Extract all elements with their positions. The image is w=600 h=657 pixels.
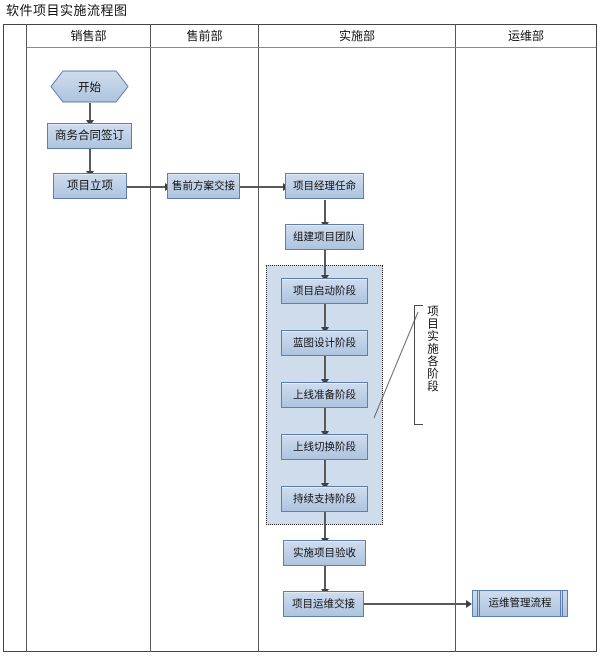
connector-handover-to-pm — [240, 186, 285, 188]
lane-header-impl: 实施部 — [259, 26, 455, 46]
lane-header-underline — [27, 47, 596, 48]
annotation-leader-line — [373, 311, 419, 419]
arrowhead-handover-to-ops — [466, 600, 472, 608]
lane-divider-2 — [258, 24, 259, 652]
node-phase-support-label: 持续支持阶段 — [293, 493, 356, 505]
connector-pm-to-team — [324, 200, 326, 224]
connector-prep-to-cutover — [324, 408, 326, 433]
predefined-bar-right-outer — [562, 591, 563, 616]
lane-header-ops: 运维部 — [456, 26, 596, 46]
node-initiation[interactable]: 项目立项 — [53, 173, 127, 199]
connector-design-to-prep — [324, 356, 326, 381]
node-presale-handover-label: 售前方案交接 — [172, 180, 235, 192]
node-phase-design[interactable]: 蓝图设计阶段 — [281, 330, 368, 356]
node-phase-kickoff[interactable]: 项目启动阶段 — [281, 278, 368, 304]
node-initiation-label: 项目立项 — [67, 179, 113, 192]
lane-header-presale-label: 售前部 — [186, 29, 223, 43]
node-start[interactable]: 开始 — [50, 70, 129, 103]
node-phase-design-label: 蓝图设计阶段 — [293, 337, 356, 349]
connector-start-to-contract — [89, 103, 91, 123]
predefined-bar-left-outer — [477, 591, 478, 616]
node-contract[interactable]: 商务合同签订 — [47, 123, 132, 149]
connector-contract-to-initiation — [89, 149, 91, 173]
node-acceptance[interactable]: 实施项目验收 — [283, 540, 366, 566]
hexagon-shape — [50, 70, 129, 103]
connector-acceptance-to-handover — [324, 566, 326, 591]
node-team-build-label: 组建项目团队 — [293, 231, 356, 243]
node-phase-kickoff-label: 项目启动阶段 — [293, 285, 356, 297]
node-presale-handover[interactable]: 售前方案交接 — [167, 173, 240, 199]
node-phase-support[interactable]: 持续支持阶段 — [281, 486, 368, 512]
connector-support-to-acceptance — [324, 512, 326, 540]
page-title: 软件项目实施流程图 — [6, 3, 128, 18]
predefined-bar-left-inner — [479, 591, 480, 616]
annotation-bracket — [414, 305, 423, 425]
annotation-label: 项目实施各阶段 — [426, 305, 438, 393]
node-pm-appointment[interactable]: 项目经理任命 — [285, 173, 364, 199]
predefined-bar-right-inner — [560, 591, 561, 616]
connector-team-to-kickoff — [324, 250, 326, 277]
lane-header-sales: 销售部 — [27, 26, 150, 46]
lane-divider-3 — [455, 24, 456, 652]
node-contract-label: 商务合同签订 — [55, 129, 124, 142]
node-phase-preparation[interactable]: 上线准备阶段 — [281, 382, 368, 408]
node-start-label: 开始 — [78, 81, 101, 94]
node-ops-handover[interactable]: 项目运维交接 — [283, 591, 364, 617]
connector-cutover-to-support — [324, 460, 326, 485]
connector-initiation-to-handover — [127, 186, 167, 188]
node-ops-process-label: 运维管理流程 — [488, 598, 552, 609]
node-acceptance-label: 实施项目验收 — [293, 547, 356, 559]
node-ops-process[interactable]: 运维管理流程 — [472, 590, 568, 617]
lane-header-presale: 售前部 — [151, 26, 258, 46]
lane-divider-left — [26, 24, 27, 652]
lane-header-impl-label: 实施部 — [338, 29, 375, 43]
node-pm-appointment-label: 项目经理任命 — [293, 180, 356, 192]
lane-header-sales-label: 销售部 — [70, 29, 107, 43]
connector-handover-to-ops — [364, 603, 468, 605]
node-phase-cutover[interactable]: 上线切换阶段 — [281, 434, 368, 460]
lane-divider-1 — [150, 24, 151, 652]
node-phase-preparation-label: 上线准备阶段 — [293, 389, 356, 401]
lane-header-ops-label: 运维部 — [507, 29, 544, 43]
node-ops-handover-label: 项目运维交接 — [292, 598, 355, 610]
node-team-build[interactable]: 组建项目团队 — [285, 224, 364, 250]
connector-kickoff-to-design — [324, 304, 326, 329]
node-phase-cutover-label: 上线切换阶段 — [293, 441, 356, 453]
annotation-project-phases: 项目实施各阶段 — [414, 305, 444, 425]
